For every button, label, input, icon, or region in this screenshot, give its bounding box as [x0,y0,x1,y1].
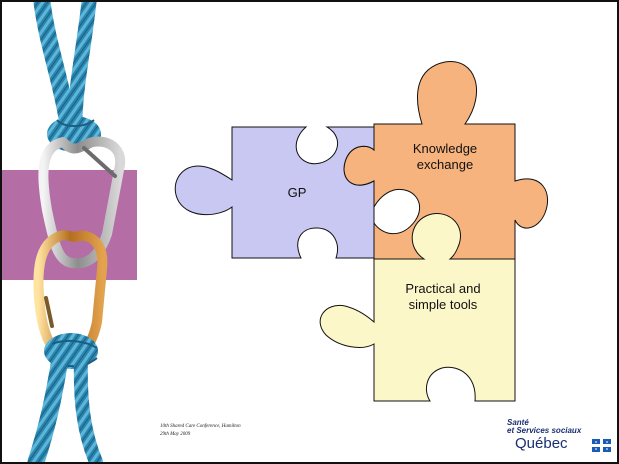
tools-label-line2: simple tools [409,297,478,312]
quebec-logo: Santé et Services sociaux Québec [507,419,617,455]
rope-illustration [27,2,126,462]
footer-line-1: 10th Shared Care Conference, Hamilton [160,424,241,429]
tools-label-line1: Practical and [405,281,480,296]
gp-piece: GP [174,126,375,259]
conference-footer: 10th Shared Care Conference, Hamilton 29… [160,423,280,439]
gray-carabiner [38,136,126,269]
logo-line-2: et Services sociaux [507,426,582,435]
practical-tools-piece: Practical and simple tools [319,213,516,402]
footer-line-2: 29th May 2009 [160,432,191,437]
logo-main-text: Québec [515,435,568,452]
gp-label: GP [288,185,307,200]
knowledge-label-line2: exchange [417,157,473,172]
logo-line-1: Santé [507,418,529,427]
gp-shape [174,126,375,259]
quebec-flag-icon [592,439,611,452]
knowledge-label-line1: Knowledge [413,141,477,156]
practical-tools-shape [319,213,516,402]
